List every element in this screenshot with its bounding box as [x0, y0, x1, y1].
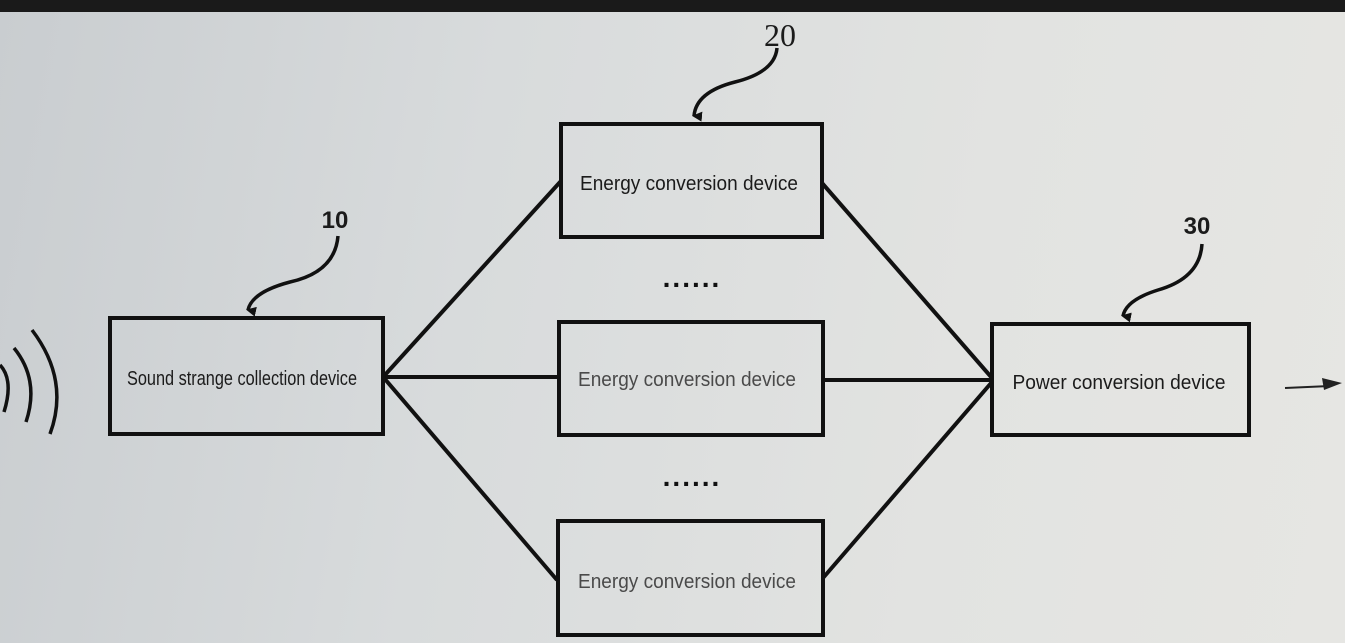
leader-arrow-icon	[1121, 243, 1204, 323]
node-energy-conversion-3: Energy conversion device	[556, 519, 825, 637]
edge-collection-energy1	[382, 179, 563, 378]
output-arrow-icon	[1284, 378, 1342, 390]
node-energy-conversion-2: Energy conversion device	[557, 320, 825, 437]
reference-number: 20	[764, 17, 796, 53]
node-power-conversion: Power conversion device	[990, 322, 1251, 437]
node-energy-conversion-1: Energy conversion device	[559, 122, 824, 239]
ellipsis-upper: ......	[663, 262, 722, 293]
edge-energy1-power	[820, 181, 994, 380]
edge-energy3-power	[821, 380, 994, 580]
reference-number: 30	[1184, 213, 1211, 240]
reference-number: 10	[322, 207, 349, 234]
node-label: Energy conversion device	[578, 369, 796, 391]
node-label: Energy conversion device	[578, 571, 796, 593]
connector-lines	[382, 179, 994, 582]
reference-10: 10	[246, 207, 349, 317]
node-label: Energy conversion device	[580, 173, 798, 195]
node-label: Sound strange collection device	[127, 368, 357, 390]
reference-20: 20	[692, 17, 796, 122]
leader-arrow-icon	[246, 235, 340, 317]
node-label: Power conversion device	[1013, 372, 1226, 394]
node-sound-collection: Sound strange collection device	[108, 316, 385, 436]
ellipsis-lower: ......	[663, 461, 722, 492]
diagram-sheet	[0, 12, 1345, 643]
leader-arrow-icon	[692, 47, 779, 122]
sound-waves-icon	[0, 328, 59, 435]
reference-30: 30	[1121, 213, 1211, 323]
edge-collection-energy3	[382, 376, 559, 582]
